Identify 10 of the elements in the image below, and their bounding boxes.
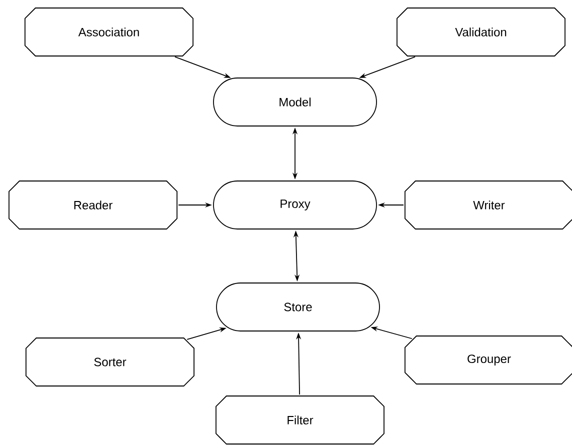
- rounded-box: Store: [216, 282, 380, 332]
- rounded-box: Model: [213, 78, 377, 126]
- side-box: Reader: [8, 180, 178, 230]
- side-box: Grouper: [404, 336, 572, 384]
- side-box: Sorter: [26, 338, 194, 386]
- side-box: Association: [24, 8, 194, 56]
- side-box: Validation: [396, 8, 566, 56]
- side-box: Filter: [216, 396, 384, 444]
- side-box: Writer: [404, 180, 572, 230]
- rounded-box: Proxy: [213, 180, 377, 230]
